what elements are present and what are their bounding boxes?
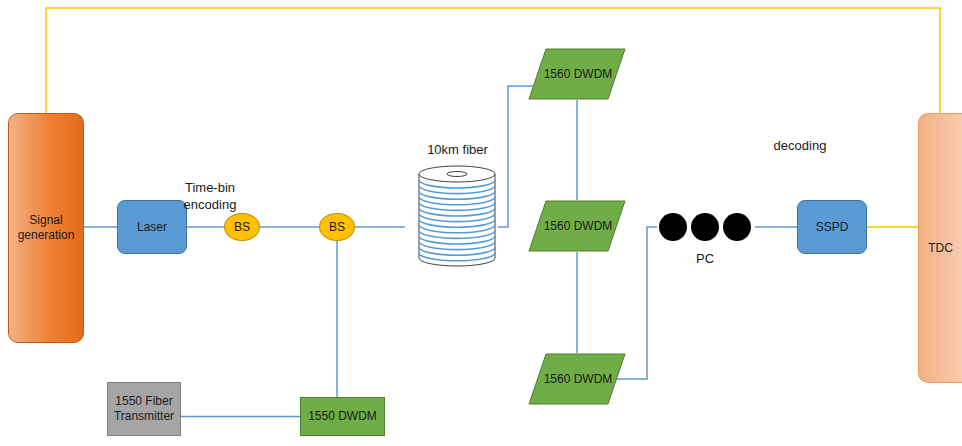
- node-label: TDC: [928, 241, 953, 256]
- section-label: decoding: [760, 138, 840, 155]
- fiber-spool: 10km fiber: [405, 140, 510, 268]
- node-label: 10km fiber: [427, 142, 488, 158]
- spool-bottom: [419, 258, 495, 266]
- tdc-box: TDC: [918, 113, 962, 383]
- fiber-link: [576, 100, 578, 200]
- paddle-circle: [723, 213, 751, 241]
- fiber-winding: [419, 225, 495, 233]
- signal-wire: [867, 226, 918, 228]
- fiber-winding: [419, 253, 495, 261]
- fiber-link: [755, 226, 797, 228]
- detector-box: SSPD: [797, 200, 867, 254]
- dwdm-filter: 1560 DWDM: [528, 353, 626, 405]
- fiber-link: [355, 226, 405, 228]
- signal-generator-box: Signal generation: [8, 113, 84, 343]
- fiber-winding: [419, 230, 495, 238]
- node-label: SSPD: [816, 220, 849, 235]
- fiber-link: [84, 226, 117, 228]
- polarization-controller: PC: [655, 210, 755, 268]
- fiber-winding: [419, 186, 495, 194]
- dwdm-filter: 1560 DWDM: [528, 200, 626, 252]
- spool-top: [419, 166, 495, 182]
- beam-splitter: BS: [319, 213, 355, 241]
- parallelogram-outline: [529, 201, 625, 251]
- node-label: PC: [696, 251, 714, 267]
- fiber-winding: [419, 236, 495, 244]
- fiber-winding: [419, 214, 495, 222]
- fiber-winding: [419, 242, 495, 250]
- fiber-coil: [405, 140, 510, 268]
- fiber-link: [498, 86, 533, 227]
- node-label: BS: [234, 220, 250, 235]
- dwdm-filter: 1550 DWDM: [300, 397, 385, 436]
- spool-hub: [447, 172, 467, 177]
- fiber-winding: [419, 191, 495, 199]
- node-label: 1550 Fiber Transmitter: [108, 394, 180, 424]
- fiber-link: [260, 226, 319, 228]
- fiber-winding: [419, 197, 495, 205]
- fiber-winding: [419, 180, 495, 188]
- node-label: Laser: [137, 220, 167, 235]
- fiber-link: [187, 226, 224, 228]
- signal-wire: [46, 8, 940, 113]
- fiber-winding: [419, 202, 495, 210]
- node-label: 1560 DWDM: [542, 219, 613, 234]
- paddle-circle: [691, 213, 719, 241]
- parallelogram-outline: [529, 49, 625, 99]
- beam-splitter: BS: [224, 213, 260, 241]
- paddle-circle: [659, 213, 687, 241]
- node-label: 1550 DWDM: [308, 409, 377, 424]
- node-label: Signal generation: [9, 213, 83, 243]
- fiber-link: [336, 241, 338, 397]
- transmitter-box: 1550 Fiber Transmitter: [107, 382, 181, 436]
- node-label: 1560 DWDM: [542, 67, 613, 82]
- fiber-link: [181, 416, 300, 418]
- node-label: 1560 DWDM: [542, 372, 613, 387]
- laser-box: Laser: [117, 200, 187, 254]
- node-label: BS: [329, 220, 345, 235]
- fiber-winding: [419, 219, 495, 227]
- fiber-winding: [419, 247, 495, 255]
- fiber-link: [576, 252, 578, 353]
- fiber-winding: [419, 208, 495, 216]
- dwdm-filter: 1560 DWDM: [528, 48, 626, 100]
- parallelogram-outline: [529, 354, 625, 404]
- encoding-label: Time-bin encoding: [168, 180, 252, 214]
- spool-side: [419, 174, 495, 258]
